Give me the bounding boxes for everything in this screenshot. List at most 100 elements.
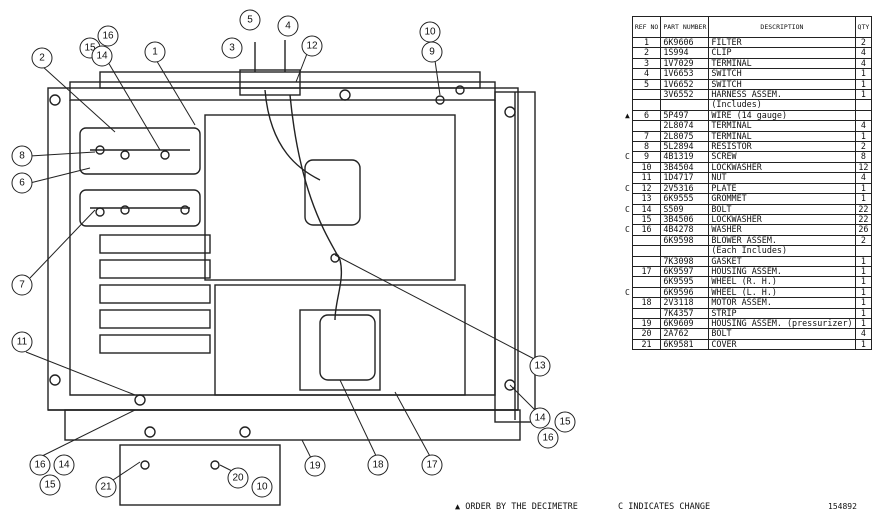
row-part-number: 2L8075	[660, 130, 710, 143]
row-description: (Each Includes)	[708, 245, 856, 257]
row-mark	[623, 100, 632, 110]
row-mark	[623, 131, 632, 141]
row-qty: 8	[854, 151, 873, 163]
row-mark: C	[625, 152, 630, 162]
row-description: GROMMET	[708, 193, 856, 205]
table-row: (Includes)	[623, 99, 873, 111]
row-part-number: 4B4278	[660, 224, 710, 236]
callout-number: 14	[58, 460, 70, 471]
callout-2: 2	[31, 47, 53, 69]
row-mark	[623, 246, 632, 256]
row-part-number	[660, 245, 710, 257]
row-description: WASHER	[708, 224, 856, 236]
callout-circle	[529, 407, 551, 429]
row-mark	[623, 173, 632, 183]
row-qty: 1	[854, 307, 873, 319]
callout-number: 3	[229, 43, 235, 54]
row-qty: 2	[854, 36, 873, 49]
row-qty: 1	[854, 182, 873, 195]
callout-circle	[421, 454, 443, 476]
callout-circle	[554, 411, 576, 433]
row-ref	[631, 276, 662, 288]
row-mark: C	[625, 287, 630, 297]
row-ref	[631, 99, 662, 111]
row-part-number: 5P497	[660, 109, 710, 122]
callout-circle	[251, 476, 273, 498]
header-qty: QTY	[854, 16, 873, 38]
callout-4: 4	[277, 15, 299, 37]
row-qty: 22	[854, 203, 873, 215]
row-part-number: 6K9597	[660, 265, 710, 278]
row-ref: 17	[631, 265, 662, 278]
row-mark	[623, 69, 632, 79]
callout-18: 18	[367, 454, 389, 476]
row-description: FILTER	[708, 36, 856, 49]
row-ref: 1	[631, 36, 662, 49]
row-qty: 2	[854, 234, 873, 247]
row-mark	[623, 235, 632, 245]
row-ref	[631, 307, 662, 319]
row-qty: 1	[854, 193, 873, 205]
pressurizer-housing	[47, 87, 519, 411]
row-part-number: 6K9595	[660, 276, 710, 288]
row-part-number: 6K9581	[660, 338, 710, 351]
callout-number: 7	[19, 280, 25, 291]
callout-circle	[529, 355, 551, 377]
callout-14: 14	[91, 45, 113, 67]
row-ref: 13	[631, 193, 662, 205]
row-description: CLIP	[708, 47, 856, 59]
callout-number: 19	[309, 461, 321, 472]
housing-drawing	[47, 40, 536, 506]
row-description: SWITCH	[708, 78, 856, 91]
row-mark	[623, 214, 632, 224]
row-qty: 4	[854, 57, 873, 70]
callout-8: 8	[11, 145, 33, 167]
callout-14: 14	[529, 407, 551, 429]
row-mark	[623, 339, 632, 349]
row-ref: 19	[631, 317, 662, 330]
row-description: WHEEL (R. H.)	[708, 276, 856, 288]
callout-circle	[419, 21, 441, 43]
row-part-number: 2V5316	[660, 182, 710, 195]
row-description: PLATE	[708, 182, 856, 195]
callout-number: 16	[102, 31, 114, 42]
callout-number: 15	[84, 43, 96, 54]
callout-circle	[91, 45, 113, 67]
header-ref: REF NO	[631, 16, 662, 38]
row-part-number: 3B4504	[660, 161, 710, 174]
row-description: LOCKWASHER	[708, 161, 856, 174]
row-description: BOLT	[708, 328, 856, 340]
row-qty	[854, 245, 873, 257]
row-ref: 20	[631, 328, 662, 340]
callout-number: 12	[306, 41, 318, 52]
callout-number: 5	[247, 15, 253, 26]
callout-circle	[144, 41, 166, 63]
callout-3: 3	[221, 37, 243, 59]
row-part-number: 6K9596	[660, 286, 710, 299]
row-mark	[623, 266, 632, 276]
row-mark	[623, 58, 632, 68]
row-mark	[623, 79, 632, 89]
callout-circle	[95, 476, 117, 498]
header-part-number: PART NUMBER	[660, 16, 710, 38]
callout-16: 16	[29, 454, 51, 476]
row-ref: 7	[631, 130, 662, 143]
row-description: LOCKWASHER	[708, 213, 856, 226]
row-part-number: 3V6552	[660, 89, 710, 101]
row-part-number: 1V6652	[660, 78, 710, 91]
callout-number: 8	[19, 151, 25, 162]
row-qty: 1	[854, 317, 873, 330]
callout-circle	[301, 35, 323, 57]
row-mark	[623, 48, 632, 58]
callout-15: 15	[39, 474, 61, 496]
callout-21: 21	[95, 476, 117, 498]
